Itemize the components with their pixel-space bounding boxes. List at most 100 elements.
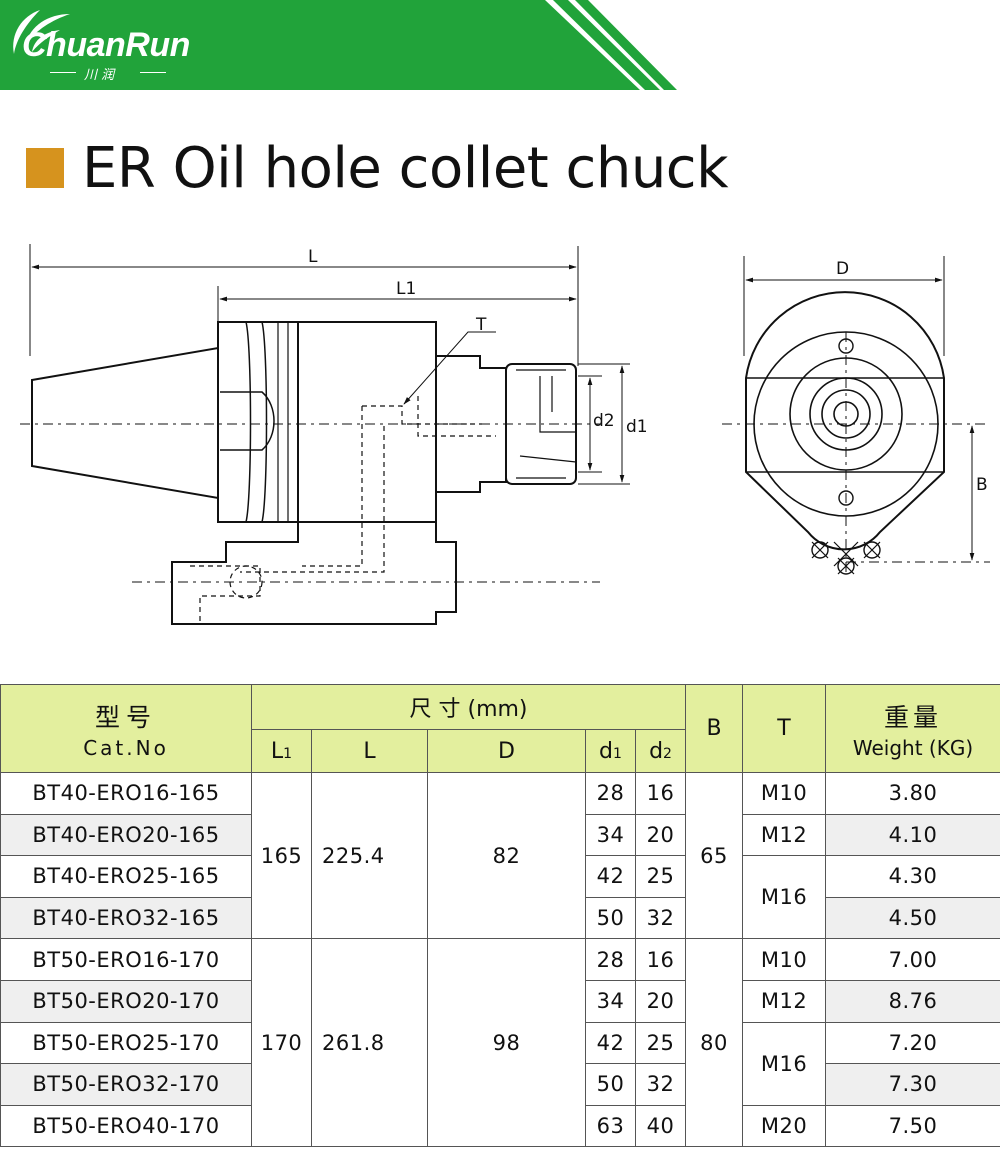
T-cell: M16: [742, 1021, 827, 1106]
specification-table: 型号 Cat.No 尺 寸 (mm) B T 重量 Weight (KG) L1…: [0, 684, 1000, 1148]
page-title: ER Oil hole collet chuck: [82, 136, 729, 201]
label-d2: d2: [593, 411, 615, 431]
d2-cell: 16: [634, 772, 687, 815]
d2-cell: 40: [634, 1104, 687, 1148]
technical-drawing: L L1 T d2 d1: [20, 244, 990, 625]
brand-logo-text: ChuanRun: [22, 26, 190, 64]
label-d1: d1: [626, 417, 648, 437]
cat-no-cell: BT50-ERO25-170: [0, 1021, 252, 1065]
cat-no-cell: BT50-ERO16-170: [0, 938, 252, 981]
header-cat-en: Cat.No: [83, 735, 169, 760]
cat-no-cell: BT40-ERO32-165: [0, 896, 252, 940]
weight-cell: 8.76: [825, 979, 1000, 1023]
d1-cell: 34: [585, 979, 636, 1023]
brand-logo-subtitle: 川 润: [84, 68, 115, 83]
T-cell: M10: [742, 938, 827, 981]
d2-cell: 20: [634, 979, 687, 1023]
d1-cell: 63: [585, 1104, 636, 1148]
header-dimensions: 尺 寸 (mm): [250, 684, 687, 730]
L-cell: 225.4: [311, 771, 428, 940]
header-L1-main: L: [270, 738, 284, 764]
header-d2-main: d: [649, 738, 664, 764]
d1-cell: 50: [585, 1063, 636, 1106]
weight-cell: 7.20: [825, 1021, 1000, 1065]
label-L1: L1: [396, 279, 416, 299]
front-view-drawing: [722, 256, 990, 576]
table-row: BT50-ERO40-170 63 40 M20 7.50: [0, 1104, 1000, 1148]
header-weight: 重量 Weight (KG): [825, 684, 1000, 773]
table-row: BT40-ERO16-165 165 225.4 82 28 16 65 M10…: [0, 771, 1000, 940]
T-cell: M12: [742, 813, 827, 857]
weight-cell: 4.30: [825, 855, 1000, 898]
table-header-row-2: L1 L D d1 d2: [1, 729, 1000, 773]
D-cell: 98: [427, 938, 586, 1148]
header-L1-sub: 1: [283, 745, 293, 762]
L1-cell: 170: [251, 938, 312, 1148]
d1-cell: 34: [585, 813, 636, 857]
d2-cell: 25: [634, 1021, 687, 1065]
label-B: B: [976, 475, 988, 495]
header-weight-en: Weight (KG): [852, 735, 974, 760]
leaf-logo-icon: [13, 10, 70, 54]
d2-cell: 20: [634, 813, 687, 857]
d1-cell: 42: [585, 855, 636, 898]
side-view-drawing: [20, 244, 630, 625]
banner-background: [0, 0, 677, 90]
cat-no-cell: BT50-ERO40-170: [0, 1104, 252, 1148]
d2-cell: 32: [634, 896, 687, 940]
weight-cell: 4.10: [825, 813, 1000, 857]
header-D: D: [427, 729, 586, 773]
cat-no-cell: BT50-ERO32-170: [0, 1063, 252, 1106]
header-B: B: [685, 684, 744, 773]
D-cell: 82: [427, 771, 586, 940]
cat-no-cell: BT40-ERO16-165: [0, 772, 252, 815]
header-cat-cn: 型号: [94, 702, 157, 732]
table-row: BT40-ERO25-165 42 25 M16 4.30: [0, 855, 1000, 940]
table-row: BT40-ERO20-165 34 20 M12 4.10: [0, 813, 1000, 857]
B-cell: 80: [685, 938, 744, 1148]
header-weight-cn: 重量: [884, 702, 943, 732]
cat-no-cell: BT50-ERO20-170: [0, 979, 252, 1023]
d2-cell: 25: [634, 855, 687, 898]
T-cell: M20: [742, 1104, 827, 1148]
T-cell: M12: [742, 979, 827, 1023]
table-row: BT50-ERO20-170 34 20 M12 8.76: [0, 979, 1000, 1023]
title-square-marker: [26, 148, 64, 188]
d1-cell: 28: [585, 938, 636, 981]
T-cell: M10: [742, 772, 827, 815]
weight-cell: 7.30: [825, 1063, 1000, 1106]
table-row: BT50-ERO16-170 170 261.8 98 28 16 80 M10…: [0, 938, 1000, 1148]
label-D: D: [836, 259, 849, 279]
d1-cell: 42: [585, 1021, 636, 1065]
d2-cell: 32: [634, 1063, 687, 1106]
d2-cell: 16: [634, 938, 687, 981]
table-header-row-1: 型号 Cat.No 尺 寸 (mm) B T 重量 Weight (KG): [0, 684, 1000, 773]
weight-cell: 7.00: [825, 938, 1000, 981]
header-d1-sub: 1: [613, 745, 622, 762]
d1-cell: 28: [585, 772, 636, 815]
L-cell: 261.8: [311, 938, 428, 1148]
table-row: BT50-ERO25-170 42 25 M16 7.20: [0, 1021, 1000, 1106]
header-d2: d2: [634, 729, 687, 773]
cat-no-cell: BT40-ERO20-165: [0, 813, 252, 857]
table-row: BT50-ERO32-170 50 32 7.30: [0, 1063, 1000, 1106]
L1-cell: 165: [251, 771, 312, 940]
weight-cell: 3.80: [825, 772, 1000, 815]
header-d1-main: d: [599, 738, 614, 764]
T-cell: M16: [742, 855, 827, 940]
label-T: T: [475, 315, 487, 335]
header-cat-no: 型号 Cat.No: [0, 684, 252, 773]
header-banner: ChuanRun 川 润: [0, 0, 1000, 90]
header-d1: d1: [585, 729, 636, 773]
header-T: T: [742, 684, 827, 773]
weight-cell: 4.50: [825, 896, 1000, 940]
label-L: L: [308, 247, 318, 267]
d1-cell: 50: [585, 896, 636, 940]
logo-divider-right: [140, 72, 166, 73]
B-cell: 65: [685, 771, 744, 940]
weight-cell: 7.50: [825, 1104, 1000, 1148]
header-L: L: [311, 729, 428, 773]
header-L1: L1: [251, 729, 312, 773]
cat-no-cell: BT40-ERO25-165: [0, 855, 252, 898]
logo-divider-left: [50, 72, 76, 73]
